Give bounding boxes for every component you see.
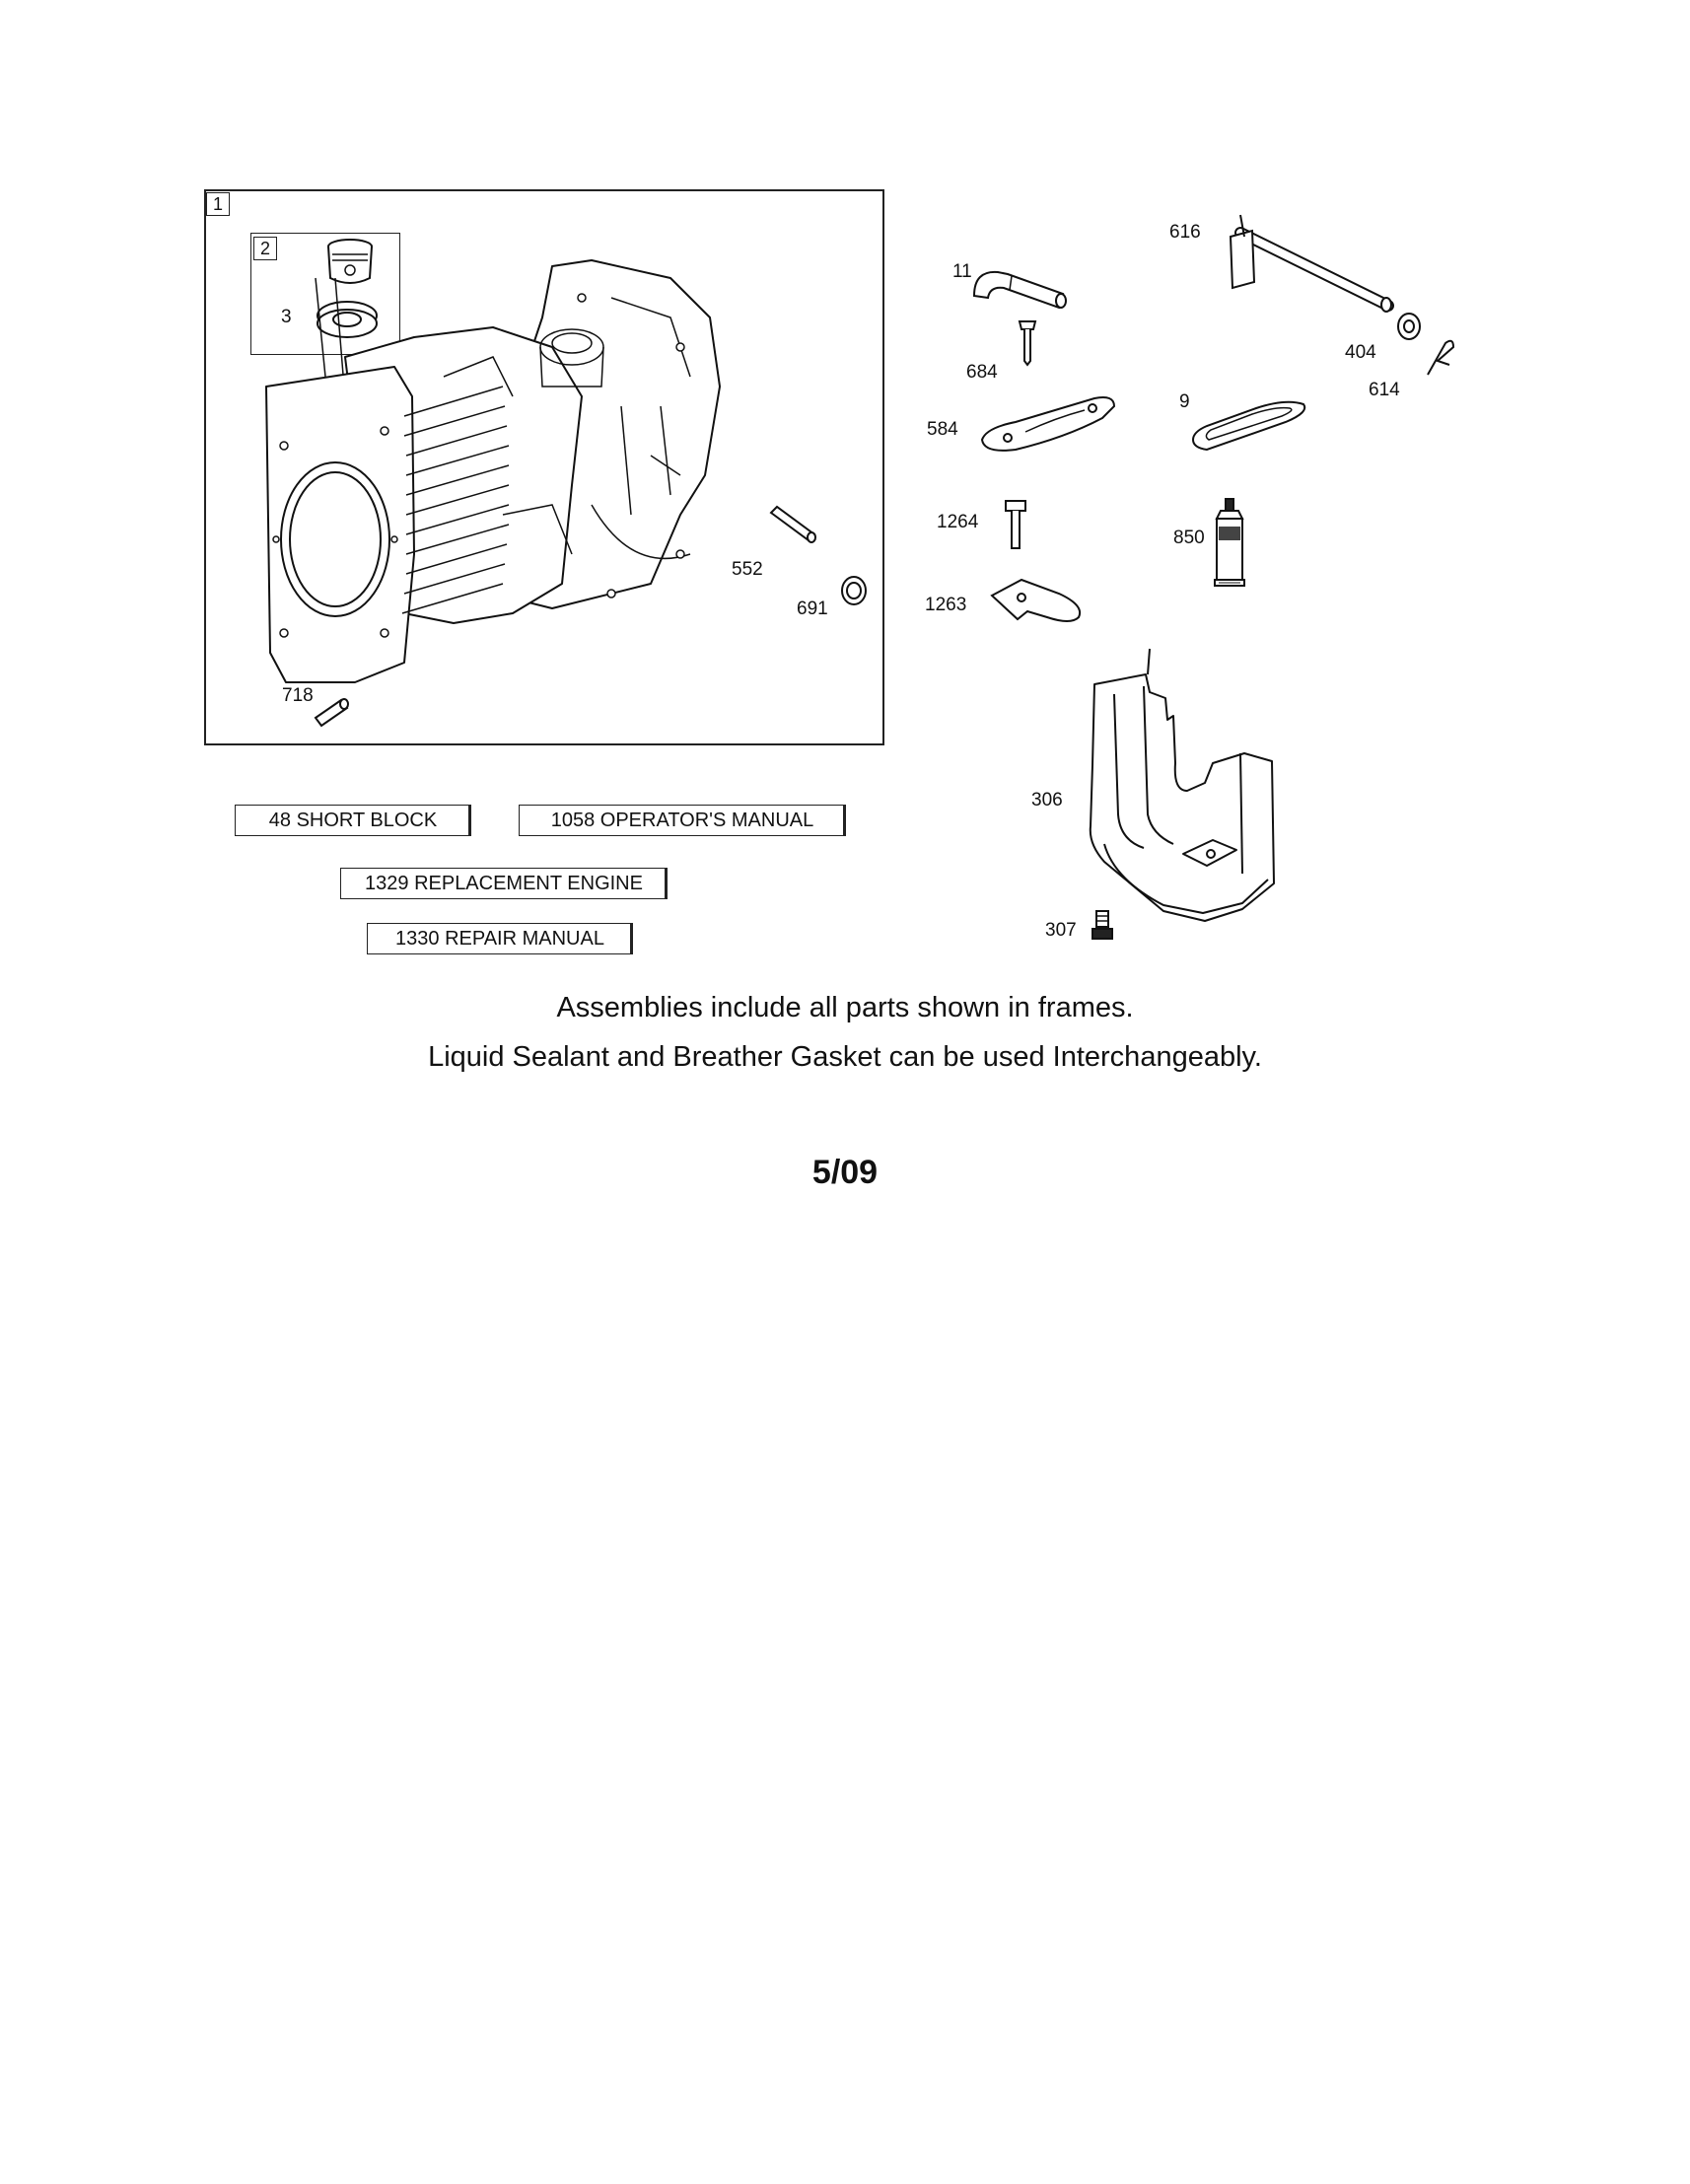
piston-rings-drawing (308, 294, 387, 343)
engine-block-drawing (256, 258, 730, 712)
sealant-tube-850-drawing (1211, 497, 1248, 588)
breather-cover-584-drawing (976, 388, 1124, 458)
callout-3: 3 (281, 307, 292, 327)
callout-614: 614 (1369, 380, 1400, 400)
screw-307-drawing (1091, 907, 1114, 947)
piston-drawing (311, 237, 389, 296)
assembly-frame-1 (204, 189, 884, 745)
callout-584: 584 (927, 419, 958, 440)
callout-616: 616 (1169, 222, 1201, 243)
rod-616-drawing (1223, 207, 1400, 325)
piston-subframe-tag: 2 (253, 237, 277, 260)
screw-684-drawing (1016, 317, 1039, 367)
gasket-9-drawing (1187, 398, 1315, 458)
callout-718: 718 (282, 685, 314, 706)
washer-404-drawing (1394, 312, 1424, 341)
callout-306: 306 (1031, 790, 1063, 810)
assembly-frame-tag: 1 (206, 192, 230, 216)
revision-date: 5/09 (811, 1154, 879, 1191)
note-liquid-sealant: Liquid Sealant and Breather Gasket can b… (428, 1041, 1262, 1073)
callout-1264: 1264 (937, 512, 979, 532)
callout-684: 684 (966, 362, 998, 383)
replacement-engine-box: 1329 REPLACEMENT ENGINE (340, 868, 668, 899)
operators-manual-box: 1058 OPERATOR'S MANUAL (519, 805, 846, 836)
breather-tube-11-drawing (968, 260, 1077, 319)
callout-552: 552 (732, 559, 763, 580)
piston-subframe-2 (250, 233, 400, 355)
pin-718-drawing (312, 694, 353, 728)
dowel-pin-552-drawing (767, 505, 826, 554)
seal-691-drawing (838, 574, 870, 607)
callout-307: 307 (1045, 920, 1077, 941)
short-block-box: 48 SHORT BLOCK (235, 805, 471, 836)
callout-1263: 1263 (925, 595, 967, 615)
note-assemblies: Assemblies include all parts shown in fr… (556, 992, 1134, 1023)
callout-9: 9 (1179, 391, 1190, 412)
baffle-306-drawing (1075, 647, 1292, 933)
screw-1264-drawing (1002, 497, 1029, 552)
repair-manual-box: 1330 REPAIR MANUAL (367, 923, 633, 954)
callout-404: 404 (1345, 342, 1376, 363)
hairpin-614-drawing (1420, 335, 1459, 379)
callout-691: 691 (797, 599, 828, 619)
plate-1263-drawing (988, 574, 1087, 627)
callout-850: 850 (1173, 528, 1205, 548)
callout-11: 11 (952, 261, 972, 282)
